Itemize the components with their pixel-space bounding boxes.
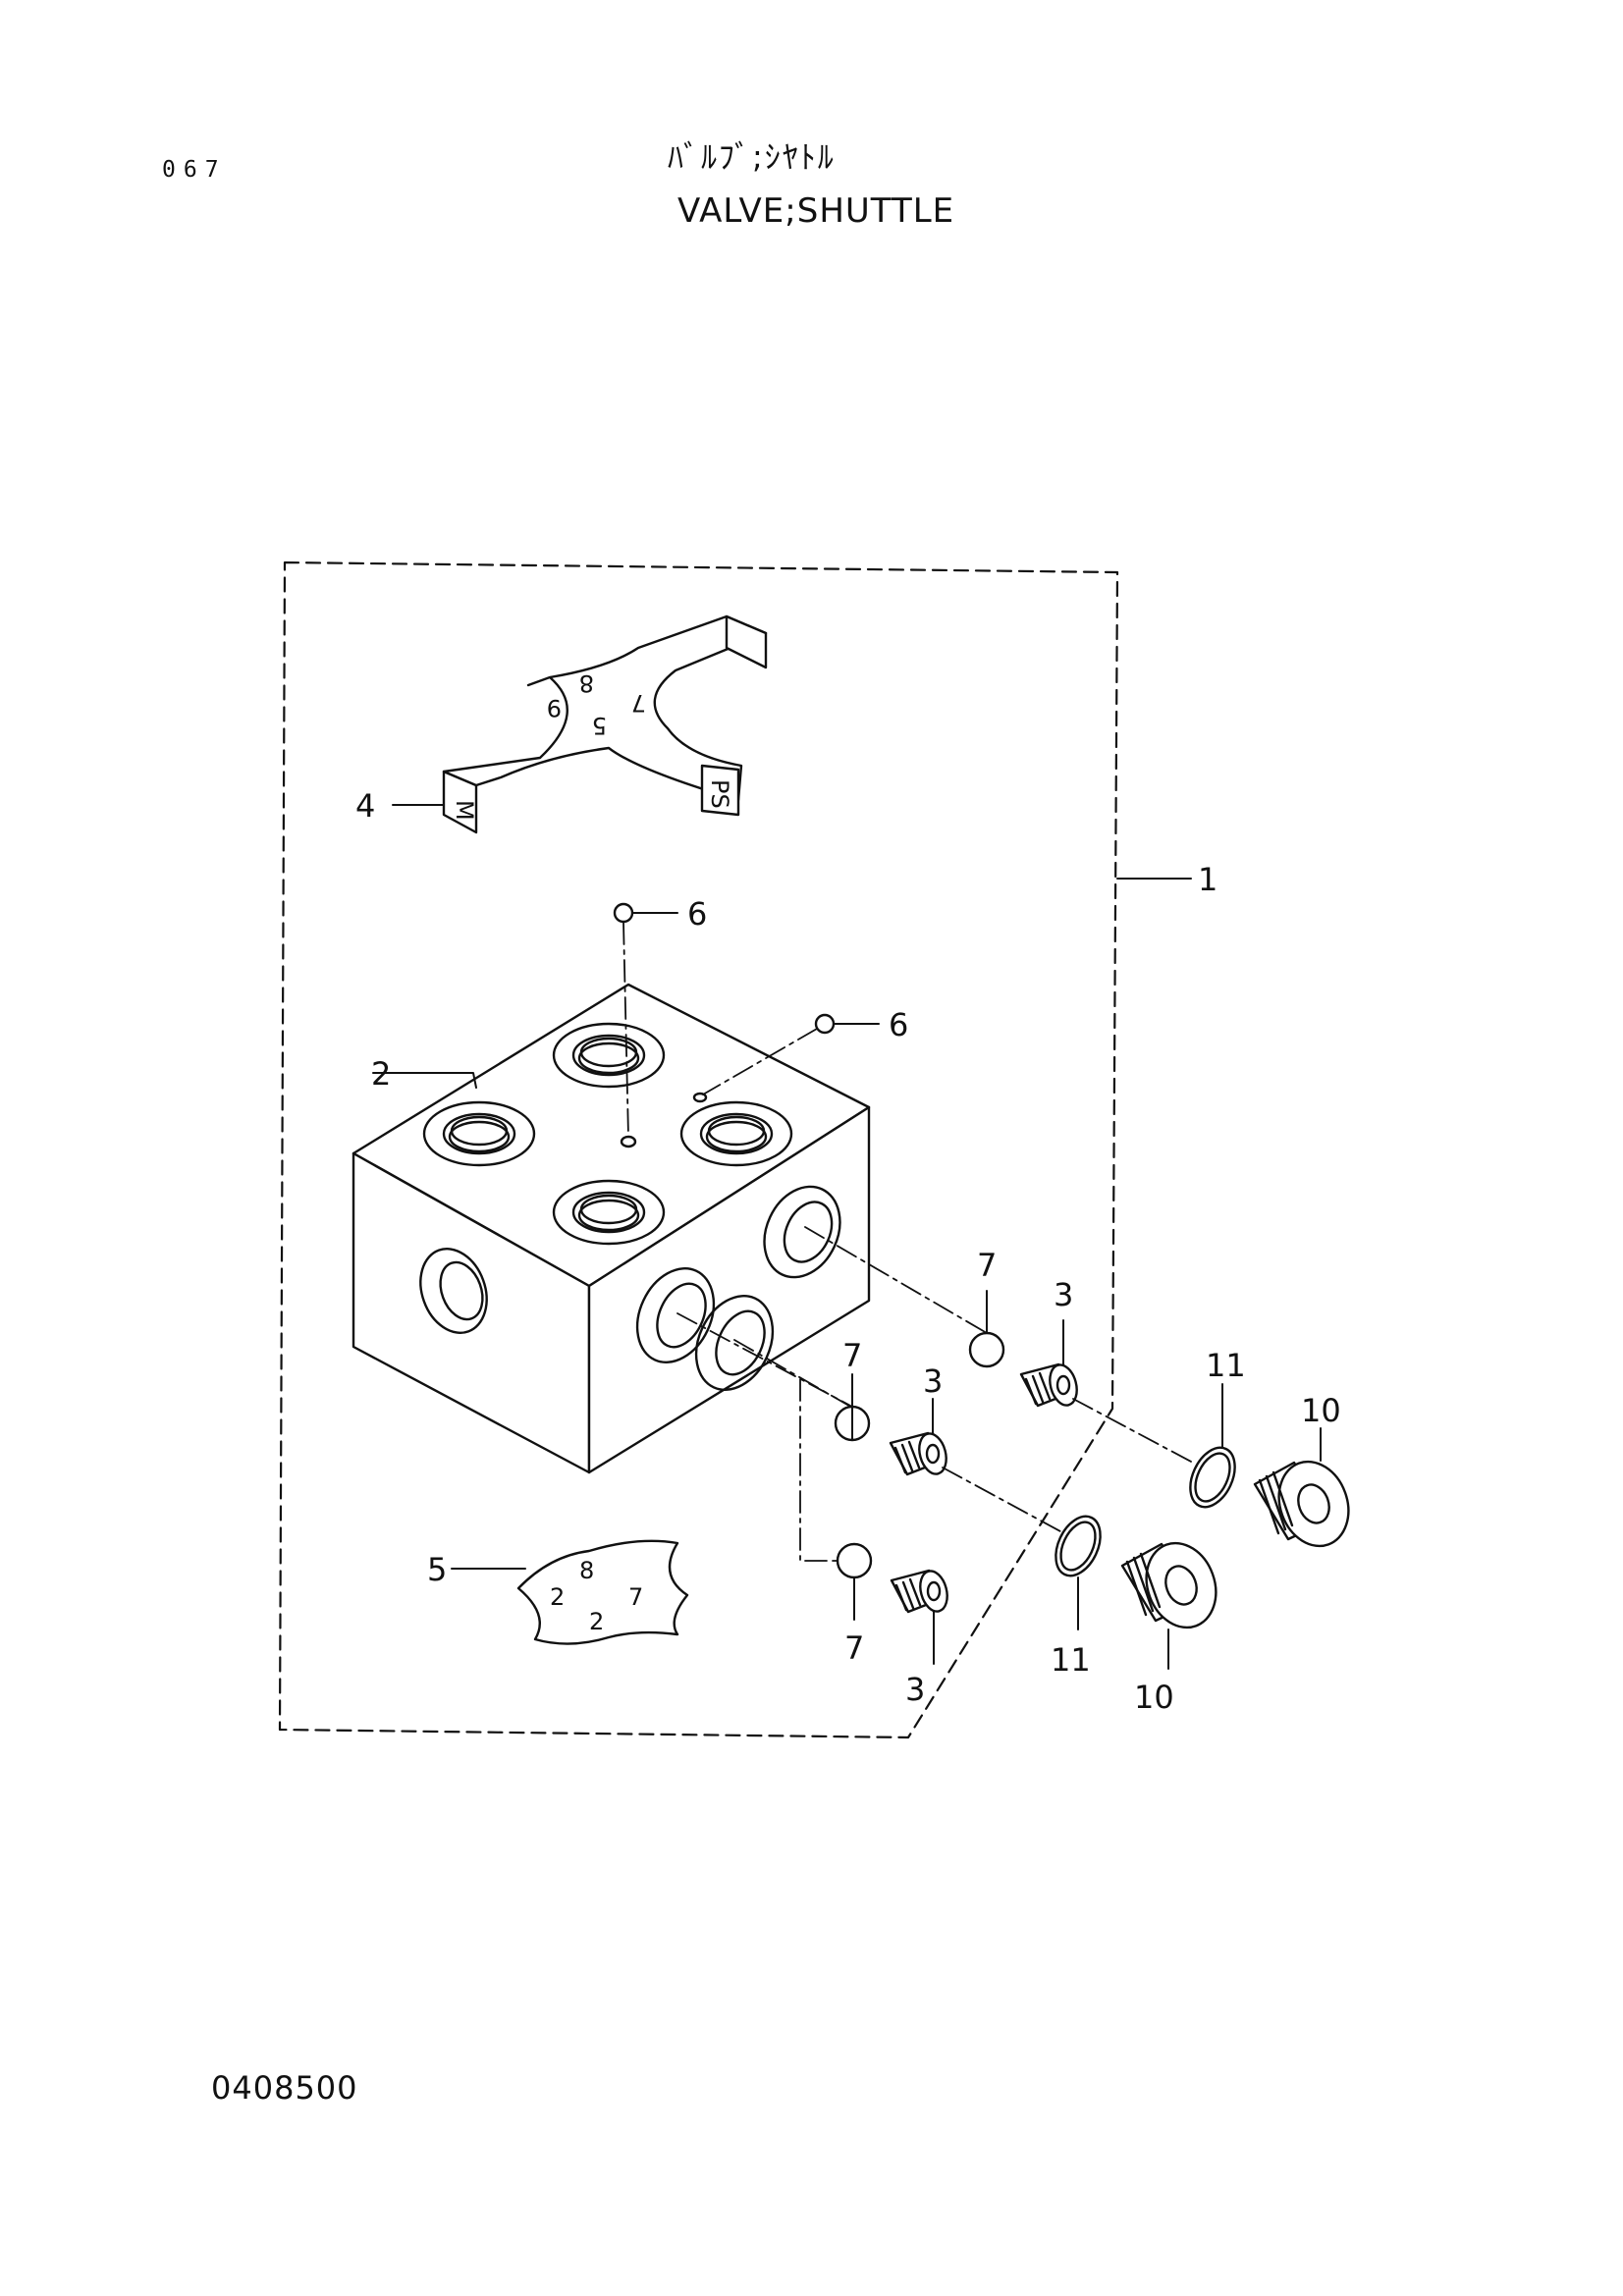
callout-7c: 7 xyxy=(844,1629,864,1667)
callout-6b: 6 xyxy=(889,1006,908,1043)
o-ring-11b xyxy=(1055,1515,1102,1577)
name-plate-bottom: 8 2 7 2 xyxy=(516,1539,689,1645)
callout-2: 2 xyxy=(371,1055,391,1093)
ball-7c xyxy=(836,1542,873,1579)
small-plug-3b xyxy=(889,1431,947,1476)
small-plug-3c xyxy=(890,1569,948,1614)
large-plug-10b xyxy=(1120,1541,1217,1629)
ball-7a xyxy=(968,1331,1005,1368)
assembly-boundary xyxy=(278,561,1119,1739)
plate-mark-8: 8 xyxy=(579,669,594,697)
plate-mark-7: 7 xyxy=(631,689,646,717)
title-japanese: ﾊﾞﾙﾌﾞ;ｼﾔﾄﾙ xyxy=(668,138,836,176)
callout-3c: 3 xyxy=(905,1671,925,1708)
callout-11b: 11 xyxy=(1051,1641,1091,1679)
page-number: 067 xyxy=(162,157,227,183)
plate-mark-9: 9 xyxy=(547,694,562,721)
plate-mark-bottom-1: 8 xyxy=(579,1557,594,1584)
small-plug-3a xyxy=(1019,1362,1078,1408)
side-ports xyxy=(419,1185,841,1392)
callout-7a: 7 xyxy=(977,1247,997,1284)
plate-mark-ps: PS xyxy=(706,779,733,809)
large-plug-10a xyxy=(1253,1460,1350,1548)
plate-mark-m: M xyxy=(451,800,478,821)
callout-6a: 6 xyxy=(687,895,707,933)
document-code: 0408500 xyxy=(211,2069,358,2107)
name-plate-top: 9 8 5 7 M PS xyxy=(442,614,768,834)
ball-6b xyxy=(814,1013,836,1035)
callout-10a: 10 xyxy=(1301,1392,1341,1429)
callout-1: 1 xyxy=(1198,861,1217,898)
callout-7b: 7 xyxy=(842,1337,862,1374)
o-ring-11a xyxy=(1189,1446,1236,1509)
title-english: VALVE;SHUTTLE xyxy=(677,191,955,231)
assembly-lines xyxy=(622,922,1194,1562)
valve-body xyxy=(352,983,871,1474)
plate-mark-bottom-3: 7 xyxy=(628,1583,643,1611)
leader-lines xyxy=(372,804,1322,1670)
plate-mark-bottom-2: 2 xyxy=(550,1583,565,1611)
callout-5: 5 xyxy=(427,1551,447,1588)
callout-3b: 3 xyxy=(923,1362,943,1400)
callout-4: 4 xyxy=(355,787,375,825)
callouts: 1 2 4 5 6 6 7 7 7 3 3 3 11 11 10 10 xyxy=(355,787,1341,1716)
callout-11a: 11 xyxy=(1206,1347,1246,1384)
o-ring-11b-inner xyxy=(1059,1521,1097,1572)
callout-10b: 10 xyxy=(1134,1679,1174,1716)
plate-mark-5: 5 xyxy=(592,712,607,739)
plate-mark-bottom-4: 2 xyxy=(589,1608,604,1635)
callout-3a: 3 xyxy=(1054,1276,1073,1313)
o-ring-11a-inner xyxy=(1194,1452,1231,1503)
top-ports xyxy=(422,1022,793,1246)
ball-6a xyxy=(613,902,634,924)
